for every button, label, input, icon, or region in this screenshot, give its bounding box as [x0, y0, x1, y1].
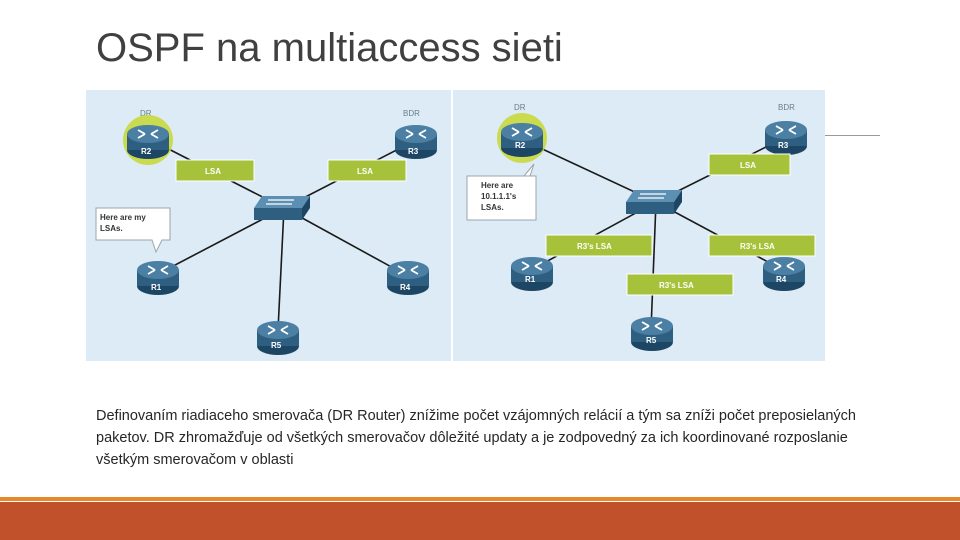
dr-label: DR — [514, 103, 526, 112]
router-label: R5 — [646, 336, 657, 345]
title-rule — [780, 135, 880, 136]
router-icon — [510, 256, 554, 292]
router-label: R1 — [525, 275, 536, 284]
lsa-tag: LSA — [327, 159, 407, 182]
svg-text:LSAs.: LSAs. — [100, 224, 123, 233]
dr-label: DR — [140, 109, 152, 118]
lsa-tag: R3's LSA — [545, 234, 653, 257]
link-switch-r4 — [283, 207, 407, 276]
left-panel: DR BDR R2 R3 R1 R4 R5 LSA LSA Here are m… — [86, 90, 451, 361]
lsa-tag: R3's LSA — [626, 273, 734, 296]
svg-text:LSA: LSA — [205, 167, 221, 176]
link-switch-r5 — [650, 201, 657, 331]
svg-text:R3's LSA: R3's LSA — [659, 281, 694, 290]
switch-icon — [625, 189, 683, 215]
bdr-label: BDR — [778, 103, 795, 112]
router-label: R3 — [408, 147, 419, 156]
footer-bar — [0, 502, 960, 540]
slide-body-text: Definovaním riadiaceho smerovača (DR Rou… — [96, 408, 856, 468]
svg-text:R3's LSA: R3's LSA — [740, 242, 775, 251]
lsa-tag: LSA — [175, 159, 255, 182]
router-icon — [500, 122, 544, 158]
slide-title: OSPF na multiaccess sieti — [96, 26, 563, 70]
link-switch-r5 — [277, 207, 285, 331]
router-label: R4 — [776, 275, 787, 284]
svg-text:Here are: Here are — [481, 181, 514, 190]
router-label: R5 — [271, 341, 282, 350]
lsa-tag: LSA — [708, 153, 791, 176]
router-icon — [630, 316, 674, 352]
footer-accent-line — [0, 497, 960, 501]
switch-icon — [253, 195, 311, 221]
svg-text:10.1.1.1's: 10.1.1.1's — [481, 192, 517, 201]
router-icon — [762, 256, 806, 292]
svg-text:LSA: LSA — [740, 161, 756, 170]
bdr-label: BDR — [403, 109, 420, 118]
svg-text:LSA: LSA — [357, 167, 373, 176]
svg-text:R3's LSA: R3's LSA — [577, 242, 612, 251]
svg-text:Here are my: Here are my — [100, 213, 146, 222]
router-label: R2 — [141, 147, 152, 156]
router-label: R2 — [515, 141, 526, 150]
callout-bubble: Here are my LSAs. — [95, 207, 171, 254]
router-label: R4 — [400, 283, 411, 292]
ospf-diagram: DR BDR R2 R3 R1 R4 R5 LSA LSA Here are m… — [86, 90, 825, 361]
router-label: R1 — [151, 283, 162, 292]
svg-text:LSAs.: LSAs. — [481, 203, 504, 212]
right-panel: DR BDR R2 R3 R1 R4 R5 LSA R3's LSA R3's … — [453, 90, 825, 361]
lsa-tag: R3's LSA — [708, 234, 816, 257]
router-label: R3 — [778, 141, 789, 150]
callout-bubble: Here are 10.1.1.1's LSAs. — [466, 163, 537, 221]
